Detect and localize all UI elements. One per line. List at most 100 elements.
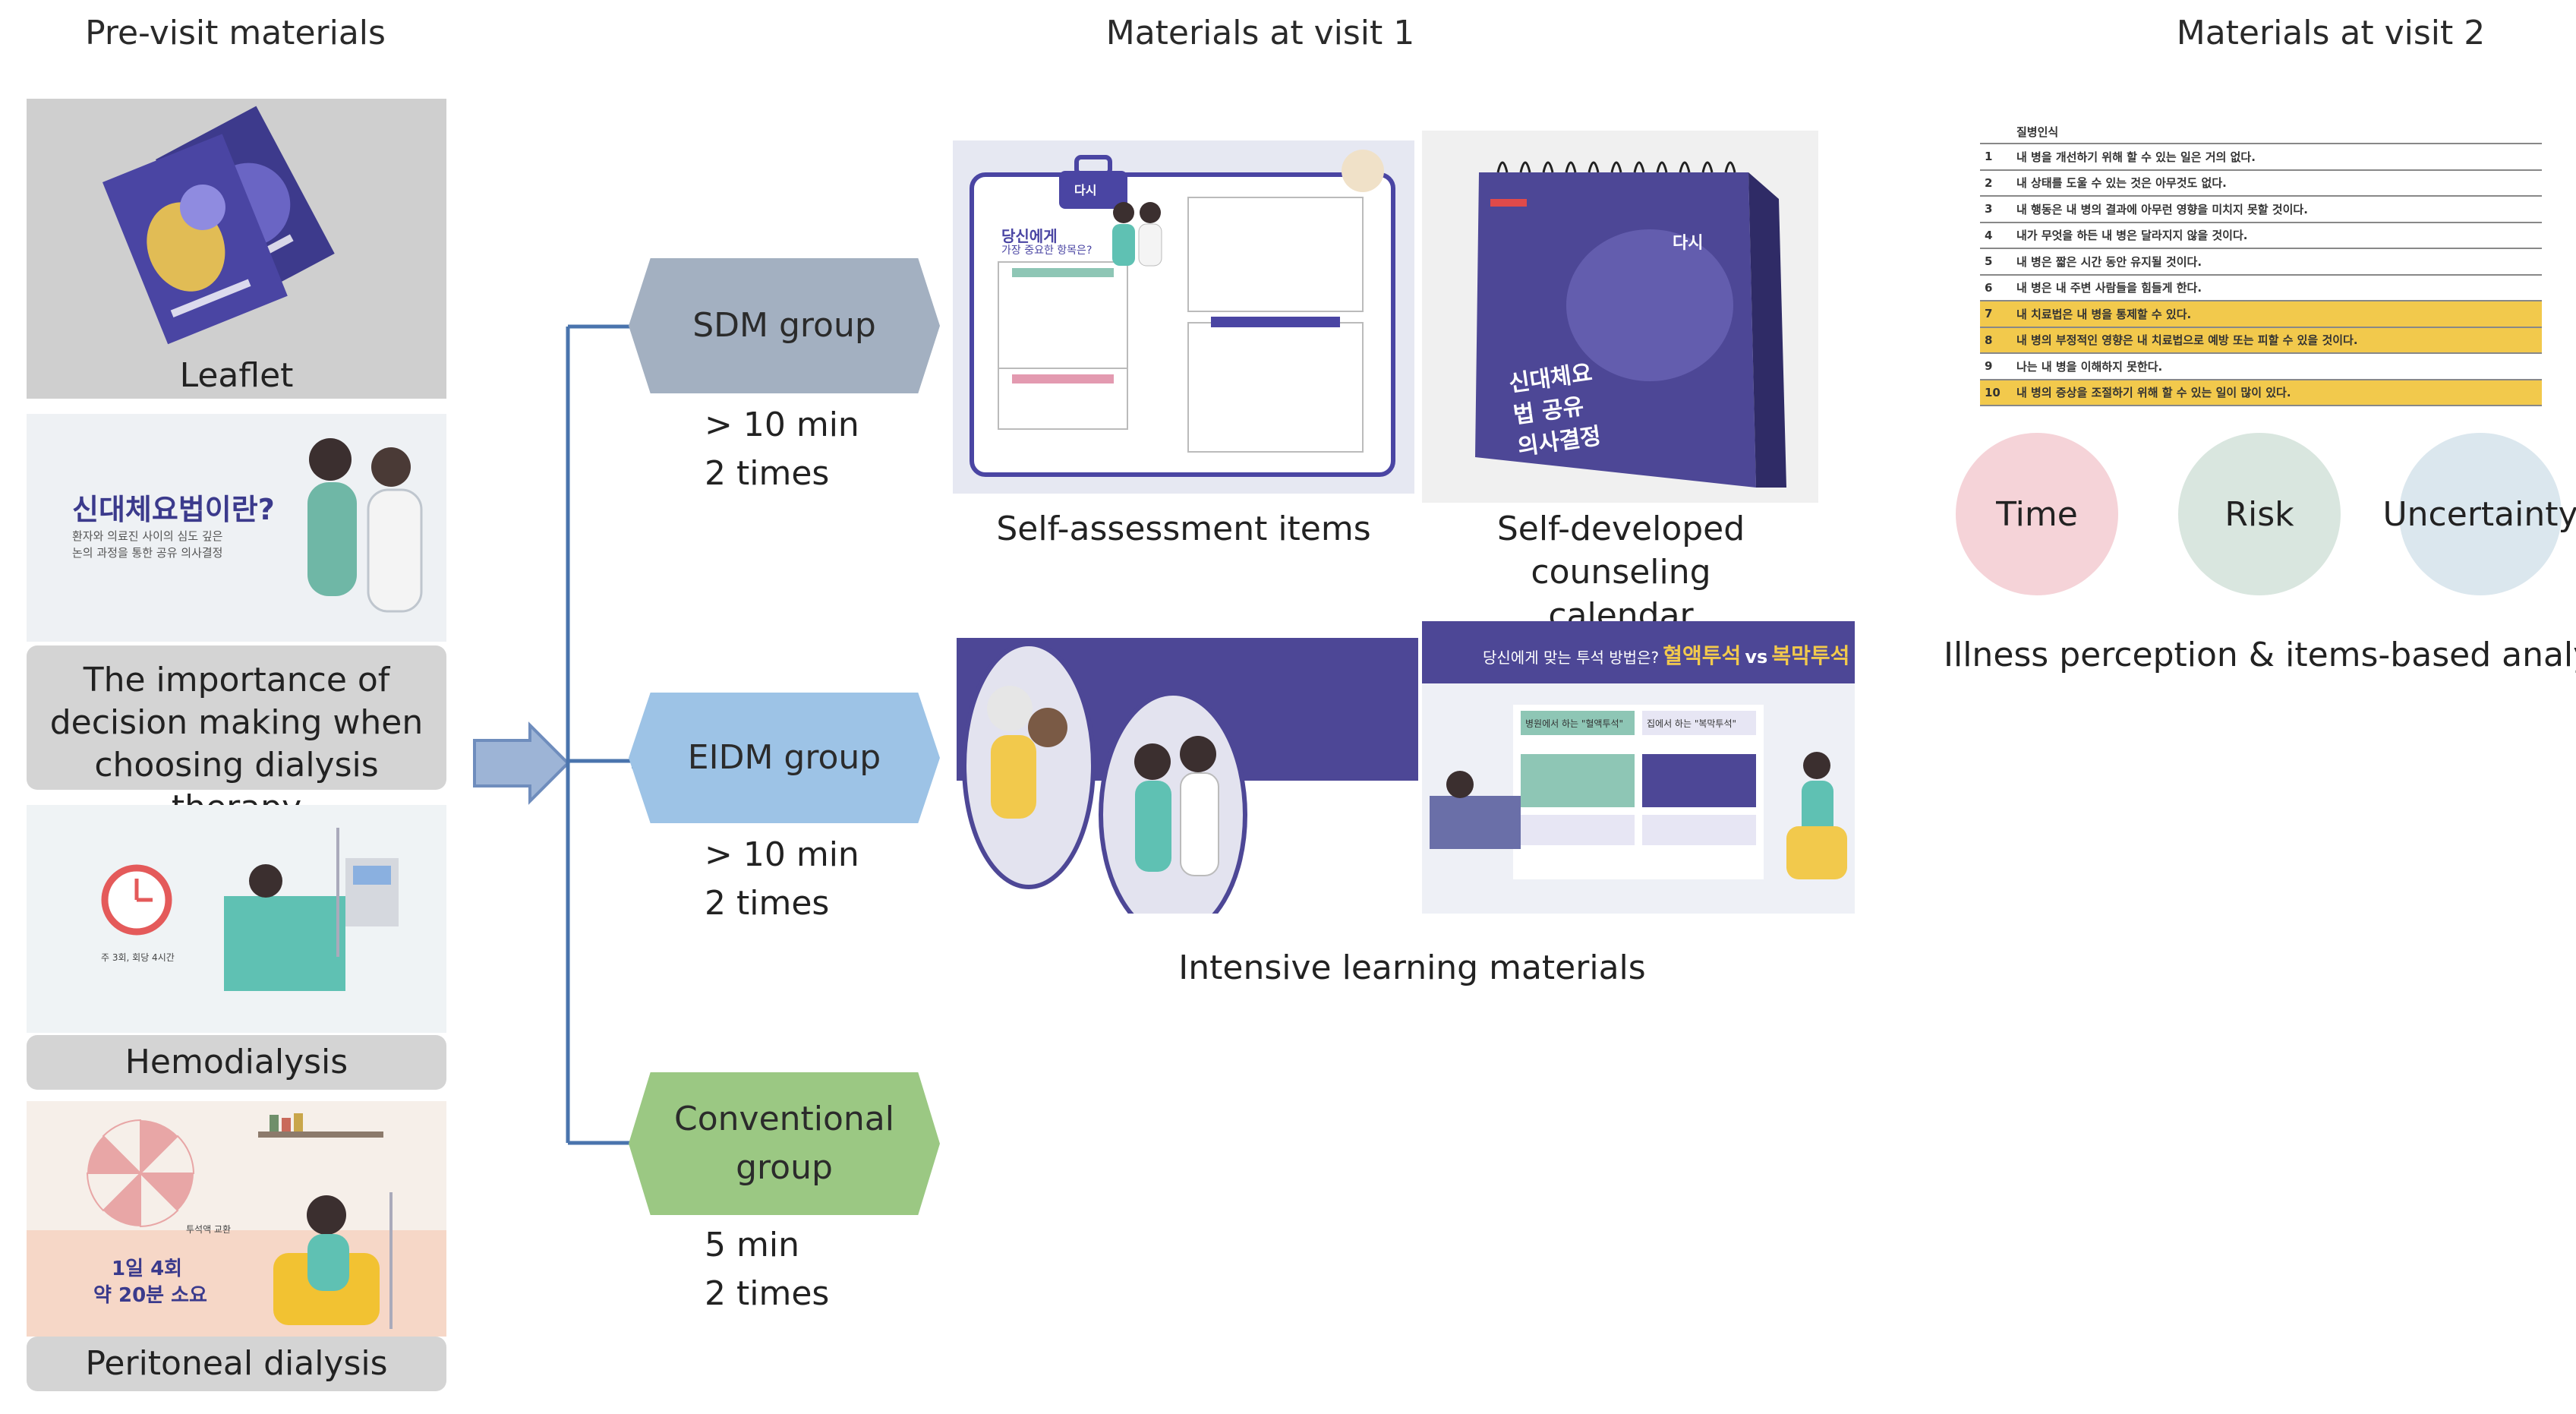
conventional-group-times: 2 times xyxy=(705,1274,830,1313)
peritoneal-illustration xyxy=(27,1101,446,1337)
sdm-group-times: 2 times xyxy=(705,453,830,493)
patient-doctor-illustration xyxy=(307,438,423,613)
illness-perception-row-text: 내가 무엇을 하든 내 병은 달라지지 않을 것이다. xyxy=(2016,229,2248,243)
calendar-caption: Self-developed counseling calendar xyxy=(1496,510,1745,636)
hemodialysis-panel: 주 3회, 회당 4시간 xyxy=(27,805,446,1033)
illness-perception-row: 1 내 병을 개선하기 위해 할 수 있는 일은 거의 없다. xyxy=(1980,143,2542,169)
importance-title-ko: 신대체요법이란? xyxy=(72,493,275,526)
illness-perception-row: 8 내 병의 부정적인 영향은 내 치료법으로 예방 또는 피할 수 있을 것이다… xyxy=(1980,326,2542,352)
intensive-banner-vs: vs xyxy=(1745,646,1768,668)
importance-caption: The importance of decision making when c… xyxy=(27,645,446,827)
calendar-logo: 다시 xyxy=(1673,234,1704,253)
illness-perception-row-number: 10 xyxy=(1985,385,2001,399)
illness-perception-row-text: 내 상태를 도울 수 있는 것은 아무것도 없다. xyxy=(2016,176,2227,191)
illness-perception-row-text: 내 병의 증상을 조절하기 위해 할 수 있는 일이 많이 있다. xyxy=(2016,386,2291,400)
sdm-group-label: SDM group xyxy=(692,306,876,346)
illness-perception-row: 4 내가 무엇을 하든 내 병은 달라지지 않을 것이다. xyxy=(1980,221,2542,248)
leaflet-panel: Leaflet xyxy=(27,99,446,399)
eidm-group-meta: > 10 min 2 times xyxy=(705,831,859,928)
illness-perception-row-text: 내 치료법은 내 병을 통제할 수 있다. xyxy=(2016,307,2192,321)
illness-perception-row-number: 9 xyxy=(1985,359,1993,374)
heading-visit2: Materials at visit 2 xyxy=(2176,14,2486,52)
intensive-banner-question: 당신에게 맞는 투석 방법은? xyxy=(1483,649,1660,667)
peritoneal-panel: 투석액 교환 1일 4회 약 20분 소요 xyxy=(27,1101,446,1337)
illness-perception-row-text: 내 행동은 내 병의 결과에 아무런 영향을 미치지 못할 것이다. xyxy=(2016,202,2308,216)
time-circle: Time xyxy=(1956,433,2118,595)
calendar-title-ko: 신대체요법 공유 의사결정 xyxy=(1507,359,1603,461)
illness-perception-row: 7 내 치료법은 내 병을 통제할 수 있다. xyxy=(1980,300,2542,327)
illness-perception-row-text: 내 병을 개선하기 위해 할 수 있는 일은 거의 없다. xyxy=(2016,150,2256,164)
intensive-illustration-right xyxy=(1422,621,1855,879)
importance-panel: 신대체요법이란? 환자와 의료진 사이의 심도 깊은 논의 과정을 통한 공유 … xyxy=(27,414,446,642)
self-assessment-caption: Self-assessment items xyxy=(996,510,1371,548)
illness-perception-row-text: 내 병의 부정적인 영향은 내 치료법으로 예방 또는 피할 수 있을 것이다. xyxy=(2016,333,2358,348)
illness-perception-row-text: 내 병은 내 주변 사람들을 힘들게 한다. xyxy=(2016,281,2202,295)
peritoneal-caption: Peritoneal dialysis xyxy=(27,1337,446,1391)
self-assessment-question-2: 가장 중요한 항목은? xyxy=(1001,245,1093,257)
risk-circle: Risk xyxy=(2178,433,2341,595)
leaflet-caption: Leaflet xyxy=(179,356,294,395)
intensive-banner-pd: 복막투석 xyxy=(1771,643,1850,668)
illness-perception-row: 6 내 병은 내 주변 사람들을 힘들게 한다. xyxy=(1980,273,2542,301)
intensive-caption: Intensive learning materials xyxy=(1178,948,1646,987)
illness-perception-row-number: 2 xyxy=(1985,175,1993,190)
self-assessment-question-1: 당신에게 xyxy=(1001,227,1058,245)
illness-perception-row-number: 4 xyxy=(1985,228,1993,242)
self-assessment-sheet xyxy=(970,150,1395,477)
illness-perception-caption: Illness perception & items-based analysi… xyxy=(1944,633,2576,677)
hemodialysis-note: 주 3회, 회당 4시간 xyxy=(101,952,175,963)
sdm-group-meta: > 10 min 2 times xyxy=(705,401,859,498)
hemodialysis-illustration xyxy=(101,828,399,991)
counseling-calendar xyxy=(1475,161,1786,488)
illness-perception-row-number: 7 xyxy=(1985,307,1993,321)
illness-perception-row-text: 내 병은 짧은 시간 동안 유지될 것이다. xyxy=(2016,254,2202,269)
illness-perception-row: 9 나는 내 병을 이해하지 못한다. xyxy=(1980,352,2542,379)
importance-subtitle-ko-2: 논의 과정을 통한 공유 의사결정 xyxy=(72,546,223,560)
uncertainty-circle: Uncertainty xyxy=(2382,433,2576,595)
self-assessment-logo: 다시 xyxy=(1074,183,1097,197)
sdm-group-duration: > 10 min xyxy=(705,406,859,444)
intensive-banner-hd: 혈액투석 xyxy=(1663,643,1742,668)
intensive-banner: 당신에게 맞는 투석 방법은? 혈액투석 vs 복막투석 xyxy=(1483,639,1849,670)
heading-visit1: Materials at visit 1 xyxy=(1105,14,1415,52)
illness-perception-table: 질병인식 1 내 병을 개선하기 위해 할 수 있는 일은 거의 없다. 2 내 상태… xyxy=(1980,122,2542,406)
conventional-group-meta: 5 min 2 times xyxy=(705,1221,829,1318)
illness-perception-row: 5 내 병은 짧은 시간 동안 유지될 것이다. xyxy=(1980,248,2542,274)
illness-perception-row: 10 내 병의 증상을 조절하기 위해 할 수 있는 일이 많이 있다. xyxy=(1980,378,2542,405)
illness-perception-row-number: 3 xyxy=(1985,202,1993,216)
eidm-group-label: EIDM group xyxy=(687,738,881,778)
peritoneal-bubble: 투석액 교환 xyxy=(186,1224,232,1235)
leaflet-illustration xyxy=(102,106,335,345)
peritoneal-line1: 1일 4회 xyxy=(112,1258,183,1280)
intensive-illustration-left xyxy=(957,621,1418,914)
intensive-col-pd: 집에서 하는 "복막투석" xyxy=(1647,718,1737,729)
flow-arrow xyxy=(473,721,570,805)
heading-previsit: Pre-visit materials xyxy=(85,14,386,52)
conventional-group-hexagon: Conventional group xyxy=(629,1072,940,1215)
eidm-group-times: 2 times xyxy=(705,883,830,923)
illness-perception-row-number: 5 xyxy=(1985,254,1993,269)
self-assessment-image: 다시 당신에게 가장 중요한 항목은? xyxy=(953,140,1414,494)
calendar-image: 다시 신대체요법 공유 의사결정 xyxy=(1422,131,1818,503)
illness-perception-row-number: 6 xyxy=(1985,280,1993,295)
sdm-group-hexagon: SDM group xyxy=(629,258,940,393)
uncertainty-circle-label: Uncertainty xyxy=(2382,494,2576,534)
eidm-group-duration: > 10 min xyxy=(705,835,859,874)
conventional-group-duration: 5 min xyxy=(705,1226,799,1264)
importance-subtitle-ko-1: 환자와 의료진 사이의 심도 깊은 xyxy=(72,529,223,543)
illness-perception-caption-text: Illness perception & items-based analysi… xyxy=(1944,636,2576,674)
eidm-group-hexagon: EIDM group xyxy=(629,693,940,823)
risk-circle-label: Risk xyxy=(2224,494,2294,534)
illness-perception-row-text: 나는 내 병을 이해하지 못한다. xyxy=(2016,359,2163,374)
time-circle-label: Time xyxy=(1996,494,2078,534)
intensive-image-left xyxy=(957,621,1418,914)
illness-perception-row-number: 8 xyxy=(1985,333,1993,347)
importance-caption-text: The importance of decision making when c… xyxy=(49,661,424,827)
intensive-image-right: 당신에게 맞는 투석 방법은? 혈액투석 vs 복막투석 병원에서 하는 "혈액… xyxy=(1422,621,1855,914)
peritoneal-line2: 약 20분 소요 xyxy=(93,1284,207,1307)
illness-perception-row: 3 내 행동은 내 병의 결과에 아무런 영향을 미치지 못할 것이다. xyxy=(1980,195,2542,222)
intensive-col-hd: 병원에서 하는 "혈액투석" xyxy=(1525,718,1624,729)
illness-perception-table-header: 질병인식 xyxy=(2016,125,2059,139)
illness-perception-row: 2 내 상태를 도울 수 있는 것은 아무것도 없다. xyxy=(1980,169,2542,196)
illness-perception-row-number: 1 xyxy=(1985,150,1993,164)
